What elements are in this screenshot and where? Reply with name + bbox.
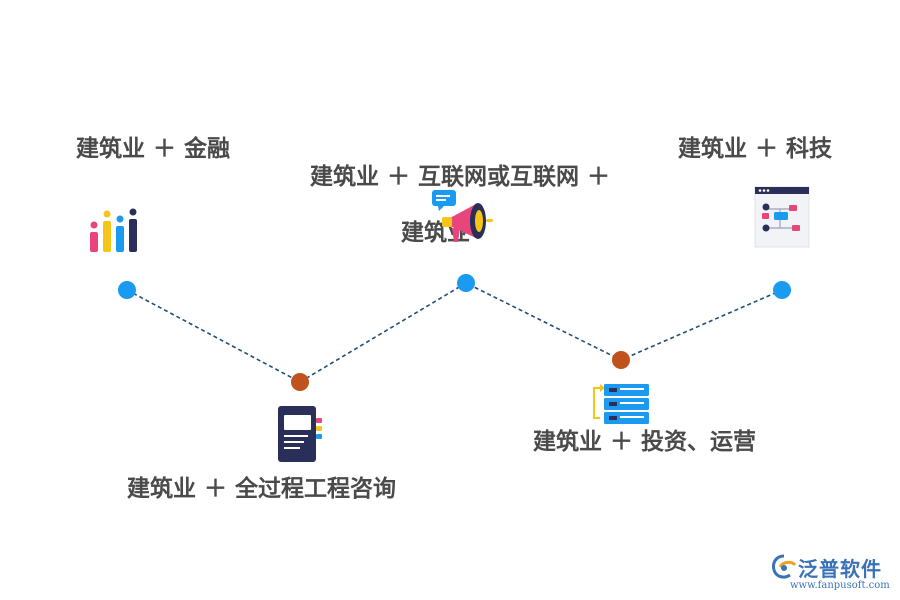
node-4 — [291, 373, 309, 391]
node-1 — [118, 281, 136, 299]
server-rack-icon — [593, 384, 649, 424]
label-consulting: 建筑业 ＋ 全过程工程咨询 — [127, 476, 397, 502]
fanpusoft-logo-url: www.fanpusoft.com — [790, 580, 890, 591]
node-2 — [457, 274, 475, 292]
label-investment: 建筑业 ＋ 投资、运营 — [533, 429, 757, 455]
node-3 — [773, 281, 791, 299]
megaphone-icon — [432, 190, 493, 242]
node-5 — [612, 351, 630, 369]
label-internet: 建筑业 ＋ 互联网或互联网 ＋ 建筑业 — [294, 135, 610, 275]
bar-chart-icon — [90, 208, 137, 252]
fanpusoft-logo: 泛普软件 www.fanpusoft.com — [770, 551, 895, 595]
label-finance: 建筑业 ＋ 金融 — [76, 136, 231, 162]
flowchart-board-icon — [754, 186, 810, 248]
label-internet-line1: 建筑业 ＋ 互联网或互联网 ＋ — [310, 164, 611, 190]
label-technology: 建筑业 ＋ 科技 — [678, 136, 833, 162]
dashed-connector-line — [126, 282, 783, 383]
notebook-icon — [278, 406, 322, 462]
fanpusoft-logo-icon — [772, 554, 797, 579]
fanpusoft-logo-name: 泛普软件 — [798, 557, 882, 581]
